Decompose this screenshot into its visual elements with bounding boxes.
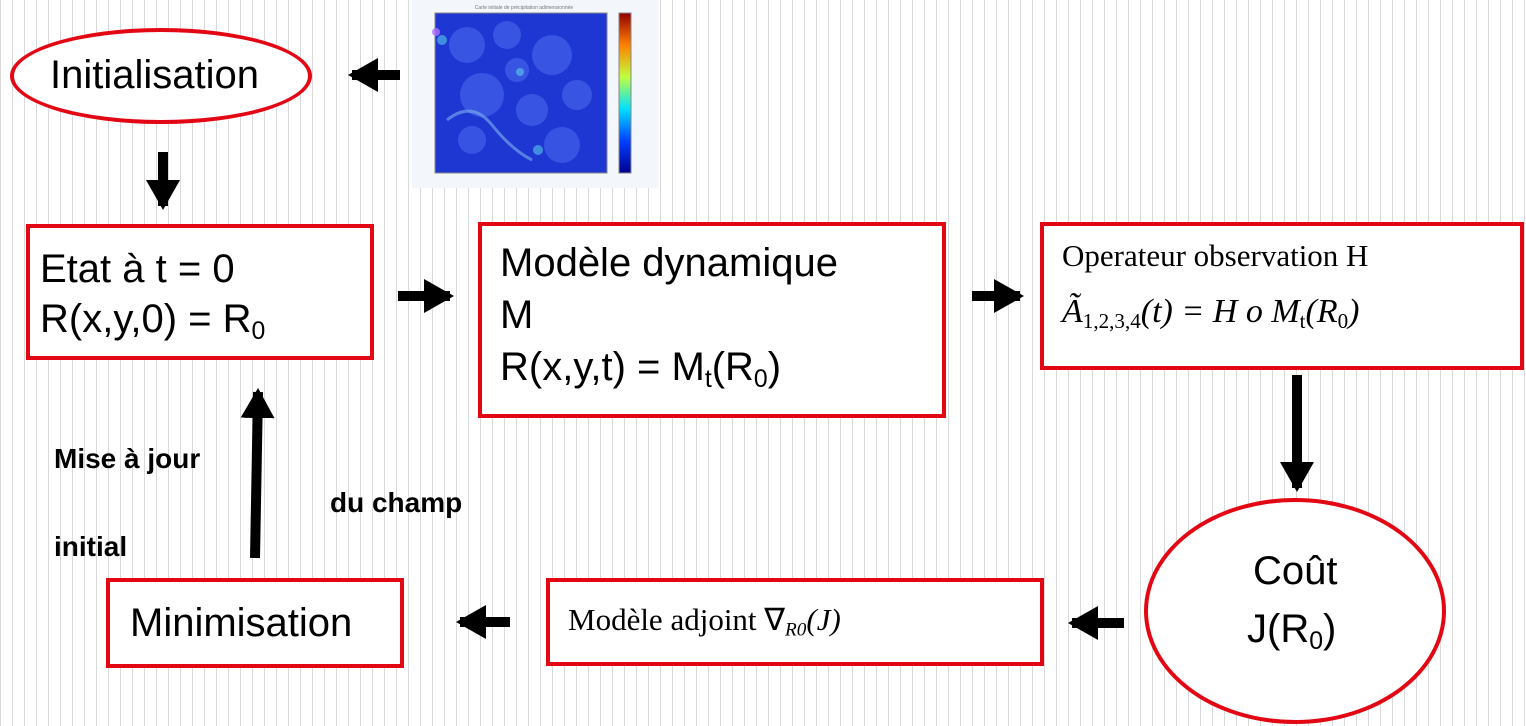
- state-node: [26, 224, 374, 360]
- arrow-minimisation-to-state: [240, 388, 275, 559]
- heatmap-blobs: [449, 21, 592, 163]
- cost-line1: Coût: [1253, 549, 1338, 593]
- cost-node: [1144, 498, 1446, 724]
- update-label-line1: Mise à jour: [54, 443, 201, 474]
- minimisation-label: Minimisation: [130, 601, 353, 645]
- initialisation-node: [10, 28, 312, 124]
- initialisation-label: Initialisation: [50, 53, 260, 97]
- adjoint-label: Modèle adjoint ∇R0(J): [568, 602, 841, 641]
- model-line3: R(x,y,t) = Mt(R0): [500, 345, 782, 393]
- dynamic-model-node: [478, 222, 946, 418]
- heatmap-title: Carte initiale de précipitation adimensi…: [475, 5, 574, 11]
- state-line1: Etat à t = 0: [40, 247, 235, 291]
- operator-line1: Operateur observation H: [1062, 238, 1369, 273]
- initial-field-heatmap-thumbnail: Carte initiale de précipitation adimensi…: [412, 0, 658, 188]
- observation-operator-node: [1040, 222, 1524, 370]
- model-line2: M: [500, 293, 534, 337]
- operator-line2: Ã1,2,3,4(t) = H o Mt(R0): [1062, 293, 1360, 333]
- heatmap-graphic: Carte initiale de précipitation adimensi…: [432, 5, 632, 174]
- minimisation-node: [106, 578, 404, 668]
- cost-line2: J(R0): [1247, 607, 1337, 655]
- model-line1: Modèle dynamique: [500, 241, 838, 285]
- adjoint-model-node: [546, 578, 1044, 666]
- heatmap-colorbar: [618, 12, 632, 174]
- state-line2: R(x,y,0) = R0: [40, 297, 266, 345]
- heatmap-highlights: [437, 35, 543, 155]
- update-label-line2: du champ: [330, 487, 463, 518]
- update-label-line3: initial: [54, 531, 128, 562]
